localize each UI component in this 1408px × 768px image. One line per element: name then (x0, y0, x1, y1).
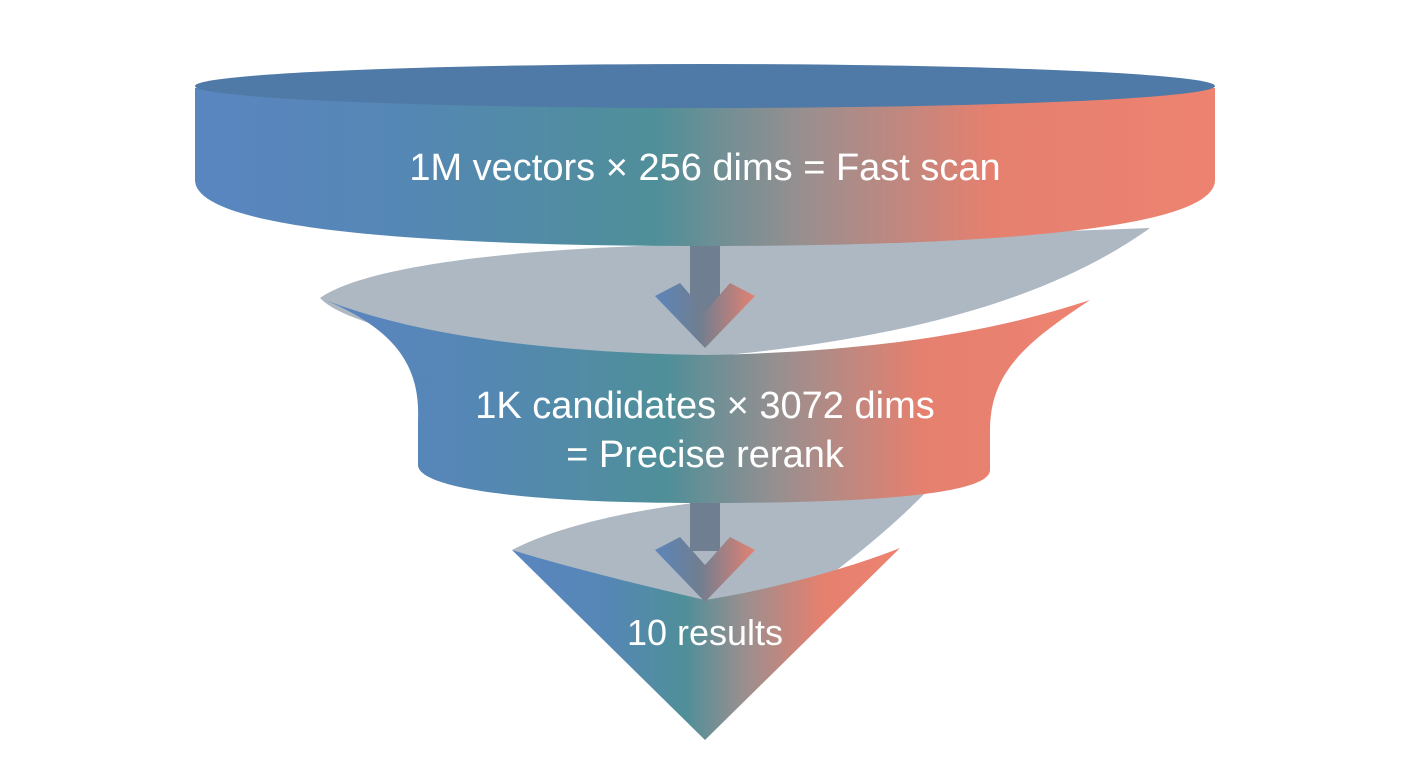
stage-2-label-line-2: = Precise rerank (566, 434, 845, 476)
funnel-stage-2-body (320, 298, 1090, 503)
funnel-stage-1-body (195, 88, 1215, 246)
funnel-top-lid (195, 64, 1215, 108)
down-chevron-arrow-icon (655, 503, 755, 602)
down-chevron-arrow-icon (655, 246, 755, 348)
funnel-stage-3-body (512, 548, 900, 740)
stage-3-label: 10 results (627, 612, 783, 653)
stage-1-label: 1M vectors × 256 dims = Fast scan (409, 147, 1000, 189)
stage-2-label-line-1: 1K candidates × 3072 dims (475, 385, 934, 427)
